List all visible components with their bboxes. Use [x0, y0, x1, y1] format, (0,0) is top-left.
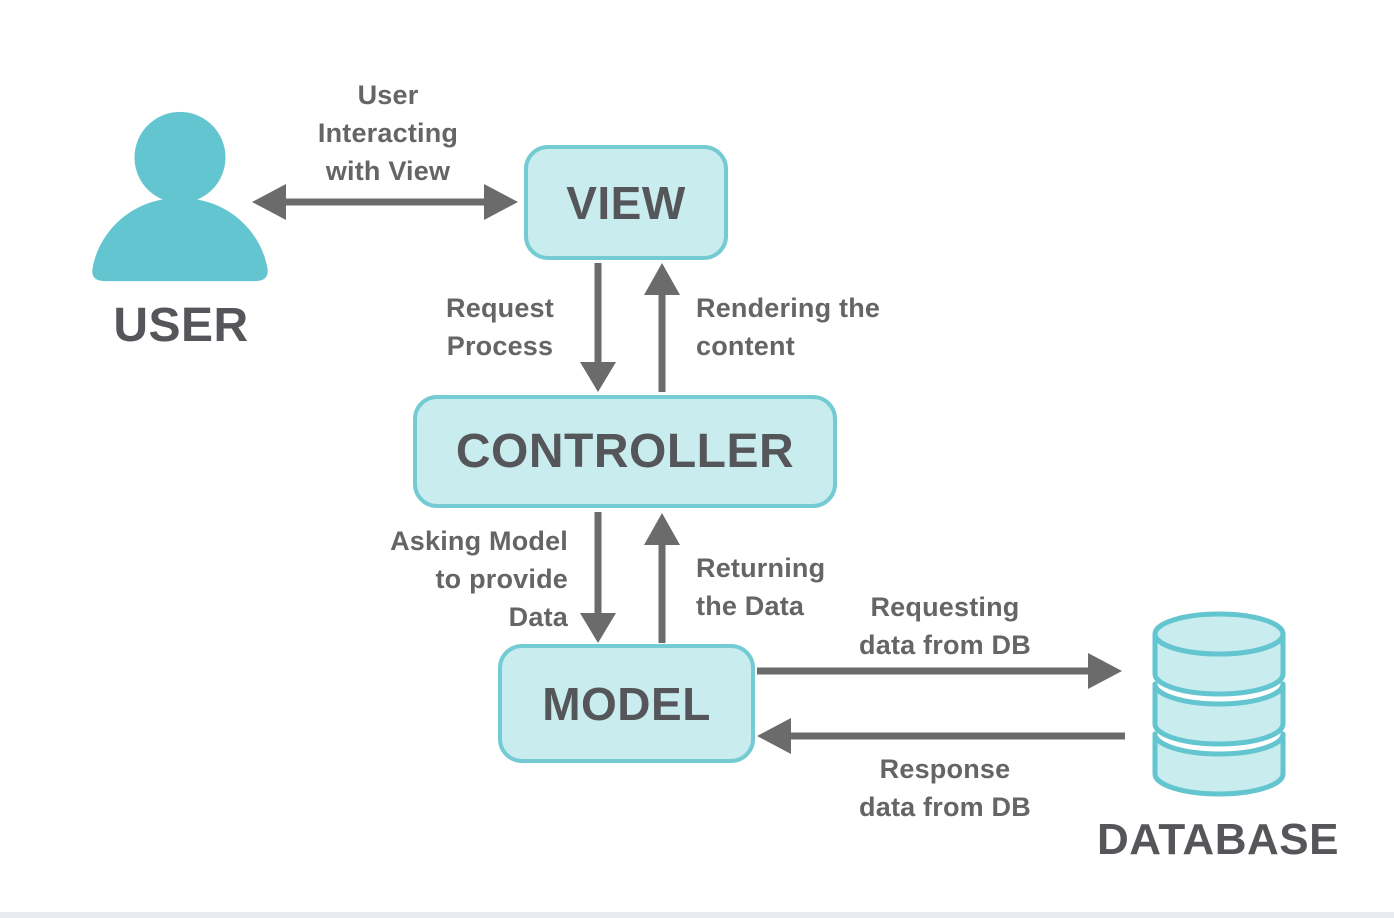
view-node-label: VIEW	[566, 176, 686, 229]
controller-node: CONTROLLER	[413, 395, 837, 508]
user-label: USER	[113, 299, 249, 352]
user-icon	[88, 110, 270, 282]
arrow-model-to-database	[757, 653, 1122, 689]
arrow-user-view-bidirectional	[252, 184, 518, 220]
edge-label-request-process: Request Process	[446, 293, 554, 361]
edge-label-response-data-from-db: Response data from DB	[859, 754, 1031, 822]
edge-label-returning-the-data: Returning the Data	[696, 553, 826, 621]
arrow-controller-to-model	[580, 512, 616, 643]
model-node: MODEL	[498, 644, 755, 763]
edge-label-user-interacting-with-view: User Interacting with View	[317, 80, 459, 186]
arrow-controller-to-view	[644, 263, 680, 392]
edge-label-asking-model-to-provide-data: Asking Model to provide Data	[390, 526, 568, 632]
arrow-model-to-controller	[644, 513, 680, 643]
edge-label-requesting-data-from-db: Requesting data from DB	[859, 592, 1031, 660]
arrow-view-to-controller	[580, 263, 616, 392]
view-node: VIEW	[524, 145, 728, 260]
bottom-edge-bar	[0, 912, 1394, 918]
arrow-database-to-model	[757, 718, 1125, 754]
edge-label-rendering-the-content: Rendering the content	[696, 293, 881, 361]
controller-node-label: CONTROLLER	[455, 425, 795, 478]
database-icon	[1149, 608, 1289, 800]
model-node-label: MODEL	[542, 677, 711, 730]
database-label: DATABASE	[1097, 815, 1339, 864]
